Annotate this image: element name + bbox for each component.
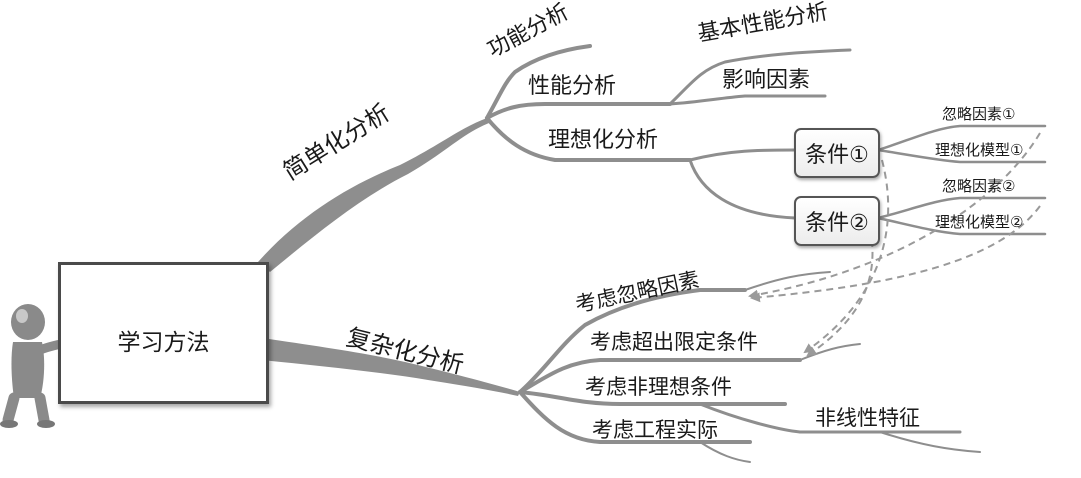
node-consider-engineering: 考虑工程实际 (592, 418, 718, 442)
branch-influence (668, 94, 827, 106)
branch-function (485, 44, 592, 120)
node-ideal-model-1: 理想化模型① (935, 141, 1024, 159)
trunk-simple (258, 118, 489, 272)
twig-nonlinear-2 (879, 431, 981, 453)
dashed-arrow-2 (750, 205, 1041, 303)
node-consider-beyond: 考虑超出限定条件 (590, 330, 758, 354)
root-label: 学习方法 (117, 330, 210, 356)
trunk-complex (262, 338, 520, 396)
node-performance-analysis: 性能分析 (528, 74, 617, 99)
branch-basic-performance (668, 48, 852, 106)
branch-cond2 (688, 158, 797, 220)
node-condition-2: 条件② (794, 196, 880, 246)
node-ignore-factor-2: 忽略因素② (942, 177, 1016, 195)
node-ideal-model-2: 理想化模型② (935, 213, 1024, 231)
branch-consider-beyond (518, 358, 802, 394)
branch-consider-ignored (518, 288, 747, 394)
node-ignore-factor-1: 忽略因素① (942, 105, 1016, 123)
node-consider-nonideal: 考虑非理想条件 (585, 375, 732, 399)
branch-idealization (485, 116, 692, 162)
branch-ignore2 (876, 196, 1047, 220)
branch-model2 (876, 216, 1047, 236)
dashed-arrow-3 (803, 159, 890, 354)
branch-performance (485, 102, 672, 120)
branch-consider-nonideal (518, 390, 787, 406)
branch-consider-engineering (518, 390, 752, 444)
branch-ignore1 (876, 124, 1047, 152)
twig-nonideal-1 (698, 402, 802, 434)
node-influence-factors: 影响因素 (722, 68, 811, 93)
twig-beyond (799, 343, 861, 361)
root-board: 学习方法 (58, 262, 269, 404)
node-condition-1: 条件① (794, 128, 880, 178)
twig-ignored (744, 271, 831, 291)
twig-engineering (699, 441, 751, 463)
node-idealization: 理想化分析 (548, 128, 659, 153)
branch-cond1 (688, 148, 797, 162)
branch-model1 (876, 148, 1047, 164)
node-nonlinear: 非线性特征 (815, 406, 920, 430)
